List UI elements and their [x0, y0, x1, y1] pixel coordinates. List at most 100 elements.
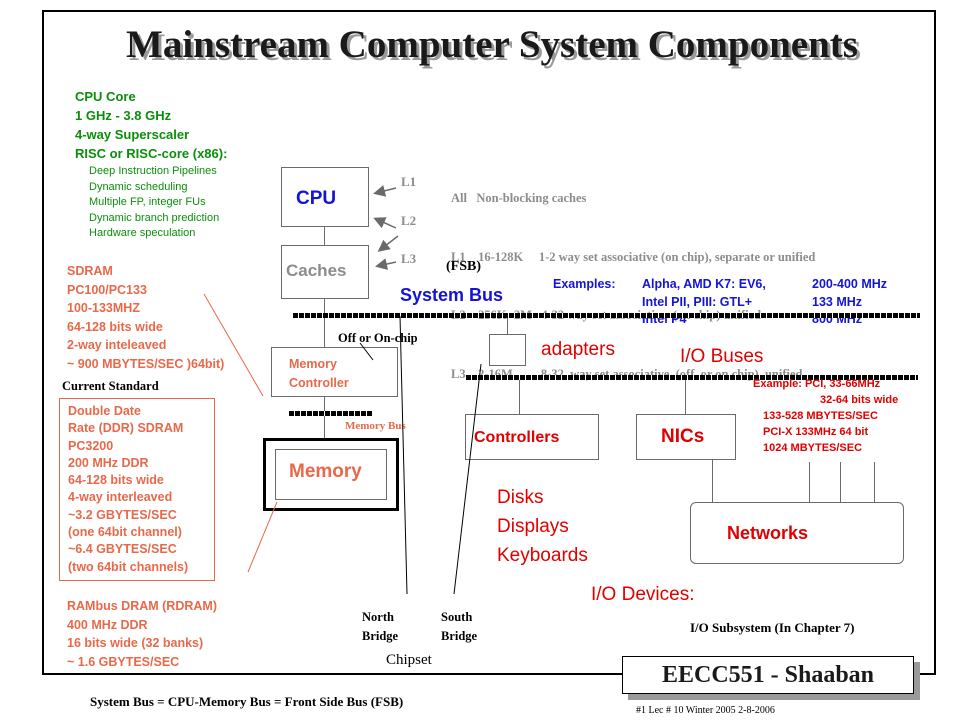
sdram-info: SDRAM PC100/PC133 100-133MHZ 64-128 bits…	[67, 262, 224, 373]
networks-label: Networks	[727, 523, 809, 543]
footer-right: #1 Lec # 10 Winter 2005 2-8-2006	[636, 705, 775, 716]
fsb-example-prefix	[553, 294, 642, 312]
rambus-line: 16 bits wide (32 banks)	[67, 636, 204, 650]
l2-label: L2	[401, 213, 417, 228]
ddr-line: Double Date	[68, 404, 141, 418]
course-badge-text: EECC551 - Shaaban	[661, 662, 875, 688]
course-badge: EECC551 - Shaaban	[622, 656, 914, 694]
north-bridge-line	[399, 315, 408, 595]
cpu-core-line: 4-way Superscaler	[75, 127, 190, 142]
bus-adapter-connector	[507, 318, 508, 334]
sdram-line: 2-way inteleaved	[67, 338, 167, 352]
network-link	[874, 462, 875, 502]
l1-arrow	[373, 184, 397, 197]
l2-arrow	[373, 217, 397, 229]
l1-label: L1	[401, 174, 417, 189]
cache-info-line: All Non-blocking caches	[451, 191, 587, 205]
cpu-feature-line: Dynamic branch prediction	[89, 211, 220, 224]
current-standard-label: Current Standard	[62, 379, 159, 393]
cpu-core-line: 1 GHz - 3.8 GHz	[75, 108, 172, 123]
system-bus-line	[293, 313, 920, 318]
nic-network-connector	[712, 460, 713, 502]
south-bridge-label: South Bridge	[441, 608, 477, 646]
rambus-line: 400 MHz DDR	[67, 617, 148, 632]
ddr-info: Double Date Rate (DDR) SDRAM PC3200 200 …	[59, 398, 215, 581]
cpu-core-features: Deep Instruction Pipelines Dynamic sched…	[89, 164, 219, 242]
ddr-line: ~6.4 GBYTES/SEC	[68, 542, 177, 557]
network-link	[840, 462, 841, 502]
off-or-on-chip-label: Off or On-chip	[338, 331, 418, 345]
io-bus-example: Example: PCI, 33-66MHz 32-64 bits wide 1…	[753, 376, 898, 456]
adapters-label: adapters	[541, 339, 615, 360]
cache-info-line: L1 16-128K 1-2 way set associative (on c…	[451, 249, 816, 264]
fsb-examples: Examples: Alpha, AMD K7: EV6, 200-400 MH…	[553, 276, 887, 329]
memory-box: Memory	[263, 438, 399, 511]
controllers-box: Controllers	[465, 414, 599, 460]
slide-frame	[42, 10, 936, 675]
memory-controller-box: Memory Controller	[271, 347, 398, 397]
nics-box: NICs	[636, 414, 736, 460]
adapter-box	[489, 334, 526, 366]
cpu-cache-connector	[324, 227, 325, 245]
memory-bus-label: Memory Bus	[345, 420, 406, 432]
sdram-line: ~ 900 MBYTES/SEC )64bit)	[67, 356, 225, 371]
cpu-feature-line: Deep Instruction Pipelines	[89, 165, 217, 177]
north-bridge-line-2: Bridge	[362, 629, 399, 643]
io-bus-line	[466, 375, 918, 380]
rambus-info: RAMbus DRAM (RDRAM) 400 MHz DDR 16 bits …	[67, 597, 217, 671]
caches-box: Caches	[281, 245, 369, 299]
system-bus-label: System Bus	[400, 285, 504, 305]
cpu-feature-line: Hardware speculation	[89, 227, 196, 239]
ddr-line: 4-way interleaved	[68, 490, 173, 505]
io-devices-label: I/O Devices:	[591, 584, 695, 605]
caches-label: Caches	[286, 261, 347, 280]
fsb-example-speed: 200-400 MHz	[812, 277, 888, 291]
controllers-label: Controllers	[474, 429, 560, 446]
memory-bus-line	[289, 411, 373, 416]
ddr-line: Rate (DDR) SDRAM	[68, 421, 184, 436]
cpu-feature-line: Dynamic scheduling	[89, 180, 188, 193]
io-bus-example-line: 1024 MBYTES/SEC	[763, 442, 863, 454]
io-bus-example-line: PCI-X 133MHz 64 bit	[763, 426, 869, 438]
cache-arrows	[373, 184, 399, 270]
io-buses-label: I/O Buses	[680, 346, 764, 367]
device-keyboards: Keyboards	[497, 545, 588, 566]
network-link	[809, 462, 810, 502]
cpu-feature-line: Multiple FP, integer FUs	[89, 196, 206, 208]
ddr-line: PC3200	[68, 438, 114, 453]
iobus-controllers-connector	[519, 380, 520, 414]
bus-memctrl-connector	[324, 318, 325, 347]
l3-label: L3	[401, 251, 417, 266]
ddr-line: (one 64bit channel)	[68, 525, 182, 540]
membus-memory-connector	[324, 416, 325, 438]
slide-title: Mainstream Computer System Components	[126, 23, 858, 66]
memory-inner-box: Memory	[275, 449, 387, 500]
south-bridge-line-1: South	[441, 610, 473, 624]
io-subsystem-label: I/O Subsystem (In Chapter 7)	[690, 620, 855, 635]
fsb-example-platform: Alpha, AMD K7: EV6,	[642, 277, 766, 291]
iobus-nics-connector	[685, 380, 686, 414]
device-displays: Displays	[497, 516, 569, 537]
cache-bus-connector	[324, 299, 325, 315]
cpu-core-line: CPU Core	[75, 89, 136, 104]
memory-controller-label-2: Controller	[289, 376, 349, 390]
rambus-line: ~ 1.6 GBYTES/SEC	[67, 654, 180, 669]
sdram-line: 100-133MHZ	[67, 301, 140, 315]
ddr-line: (two 64bit channels)	[68, 559, 189, 574]
io-device-list: Disks Displays Keyboards	[497, 483, 588, 570]
memctrl-membus-connector	[324, 397, 325, 411]
nics-label: NICs	[661, 426, 705, 447]
ddr-line: 200 MHz DDR	[68, 455, 149, 470]
rambus-line: RAMbus DRAM (RDRAM)	[67, 599, 217, 613]
cpu-label: CPU	[296, 188, 337, 209]
off-chip-pointer	[359, 342, 374, 361]
l3-arrow	[375, 258, 397, 270]
ddr-line: 64-128 bits wide	[68, 473, 164, 488]
networks-box: Networks	[690, 502, 904, 564]
device-disks: Disks	[497, 487, 544, 508]
cpu-core-line: RISC or RISC-core (x86):	[75, 146, 228, 161]
cpu-core-info: CPU Core 1 GHz - 3.8 GHz 4-way Superscal…	[75, 87, 227, 163]
io-bus-example-line: Example: PCI, 33-66MHz	[753, 378, 881, 390]
ddr-line: ~3.2 GBYTES/SEC	[68, 507, 177, 522]
north-bridge-line-1: North	[362, 610, 394, 624]
